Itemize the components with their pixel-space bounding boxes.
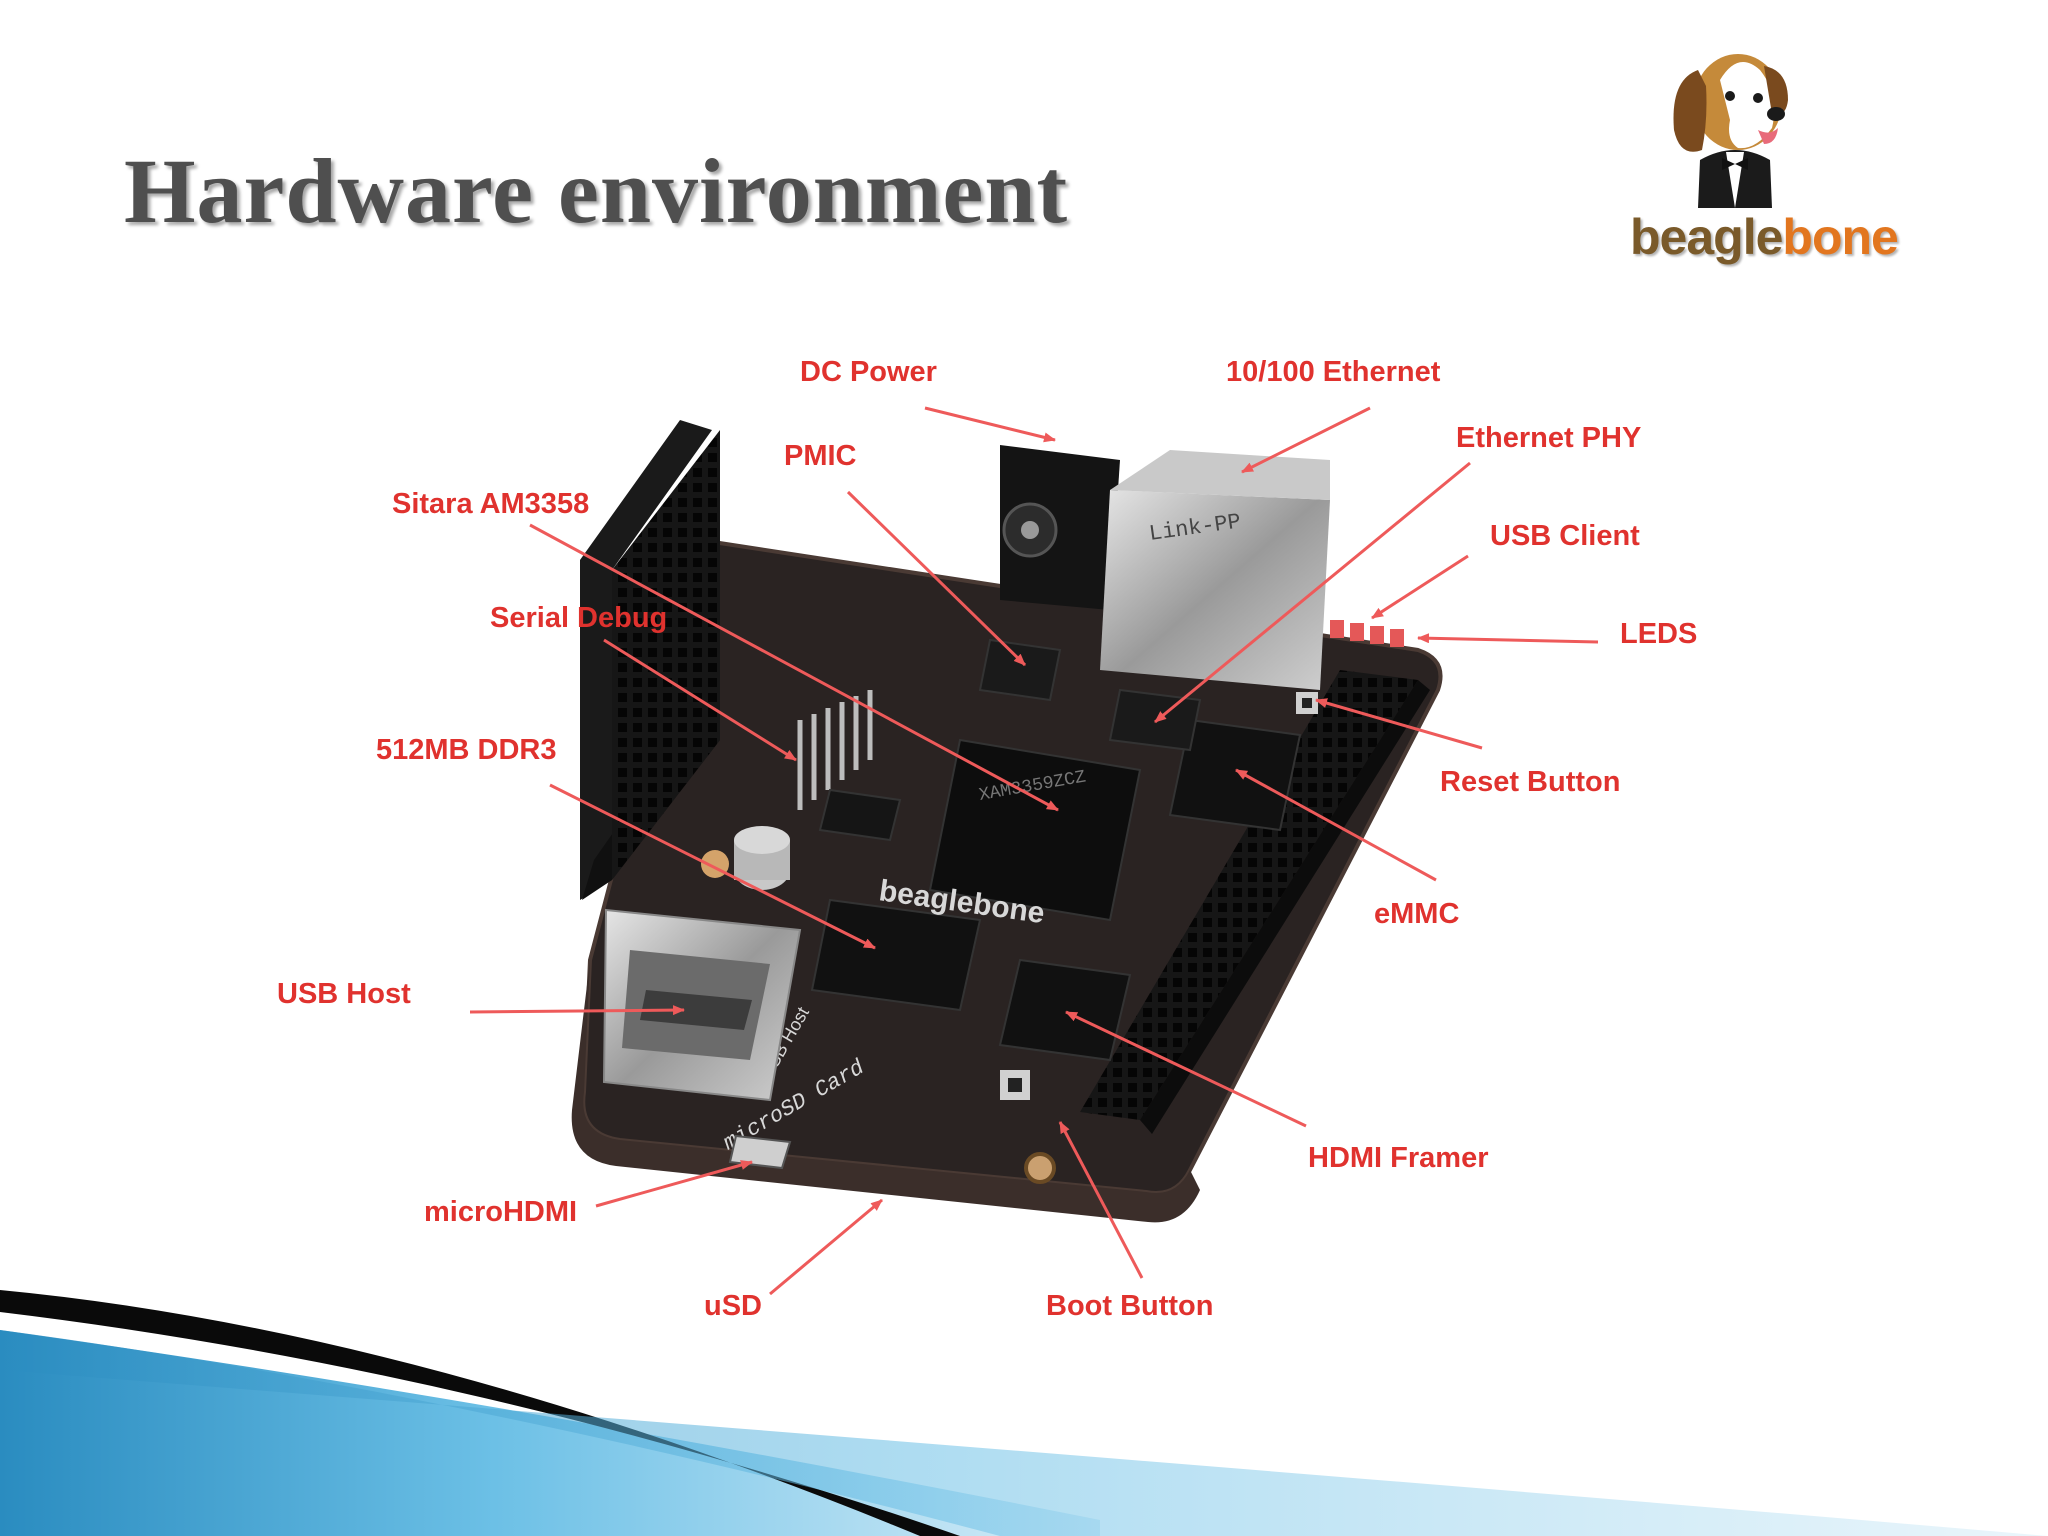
label-microhdmi: microHDMI <box>424 1196 578 1228</box>
pin-header-right <box>1080 670 1430 1134</box>
pmic-chip <box>978 638 1062 702</box>
arrow-sitara <box>529 523 1059 812</box>
label-usb-host: USB Host <box>277 978 411 1010</box>
boot-button-part <box>1000 1070 1030 1100</box>
arrow-ethernet <box>1241 406 1371 474</box>
label-reset-button: Reset Button <box>1440 766 1621 798</box>
label-usd: uSD <box>704 1290 762 1322</box>
logo-text: beaglebone <box>1630 209 1899 265</box>
pin-header-left <box>580 420 720 900</box>
ddr3-chip <box>810 898 982 1012</box>
beaglebone-logo: beaglebone <box>1620 40 1899 280</box>
reset-button-part <box>1296 692 1318 714</box>
arrow-boot-button <box>1058 1121 1144 1279</box>
label-dc-power: DC Power <box>800 356 937 388</box>
emmc-chip <box>1168 718 1302 832</box>
arrow-serial-debug <box>603 638 797 762</box>
label-serial-debug: Serial Debug <box>490 602 668 634</box>
sitara-chip: XAM3359ZCZ <box>928 738 1142 922</box>
dc-power-jack <box>1000 445 1120 610</box>
label-ethernet-phy: Ethernet PHY <box>1456 422 1642 454</box>
label-boot-button: Boot Button <box>1046 1290 1214 1322</box>
arrow-ddr3 <box>549 783 876 950</box>
arrow-ethernet-phy <box>1154 461 1471 724</box>
beagle-dog-icon <box>1673 54 1788 208</box>
arrow-usb-host <box>469 1005 685 1016</box>
leader-arrows <box>469 406 1599 1296</box>
hdmi-framer-chip <box>998 958 1132 1062</box>
arrow-reset-button <box>1315 698 1483 750</box>
label-ddr3: 512MB DDR3 <box>376 734 557 766</box>
usb-host-connector <box>602 908 802 1102</box>
arrow-usd <box>769 1198 883 1296</box>
ethernet-jack: Link-PP <box>1100 450 1330 690</box>
label-hdmi-framer: HDMI Framer <box>1308 1142 1489 1174</box>
arrow-leds <box>1417 633 1599 644</box>
small-chip <box>818 788 902 842</box>
label-leds: LEDS <box>1620 618 1698 650</box>
mounting-hole <box>1024 1152 1056 1184</box>
slide-title: Hardware environment <box>124 140 1069 242</box>
micro-hdmi-connector <box>728 1134 792 1170</box>
arrow-emmc <box>1235 768 1437 882</box>
label-sitara: Sitara AM3358 <box>392 488 590 520</box>
label-emmc: eMMC <box>1374 898 1460 930</box>
arrow-usb-client <box>1371 554 1469 620</box>
serial-debug-pins <box>797 690 873 810</box>
arrow-pmic <box>846 490 1027 667</box>
label-usb-client: USB Client <box>1490 520 1640 552</box>
arrow-dc-power <box>924 406 1056 443</box>
label-pmic: PMIC <box>784 440 857 472</box>
label-ethernet: 10/100 Ethernet <box>1226 356 1441 388</box>
arrow-microhdmi <box>595 1160 753 1208</box>
arrow-hdmi-framer <box>1065 1010 1307 1128</box>
capacitor <box>701 826 790 890</box>
status-leds <box>1330 620 1404 647</box>
